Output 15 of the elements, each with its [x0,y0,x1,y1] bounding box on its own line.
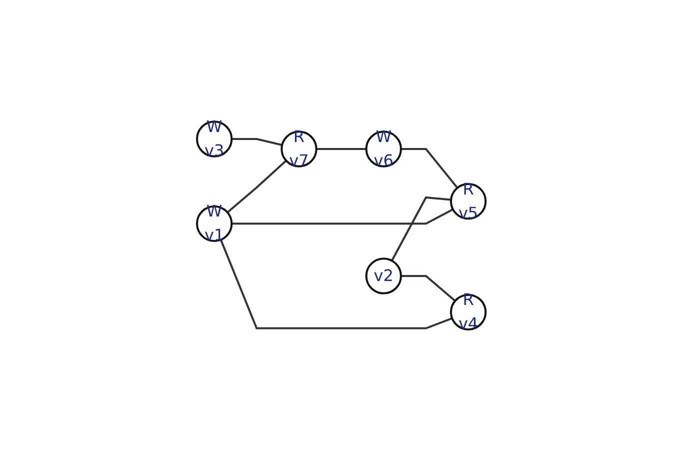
connector [401,274,456,302]
node-circle: R v5 [450,182,487,220]
connector [232,138,283,146]
node-circle: R v7 [280,130,318,168]
connector [232,208,454,225]
connector [391,196,452,262]
node-circle: W v3 [196,120,233,158]
node-circle: W v1 [196,205,233,242]
node-circle: v2 [366,258,402,294]
node-circle: W v6 [366,130,402,168]
node-circle: R v4 [450,294,487,330]
connector [227,160,288,214]
connector [316,148,366,150]
connector [401,148,458,188]
connector [220,239,453,330]
